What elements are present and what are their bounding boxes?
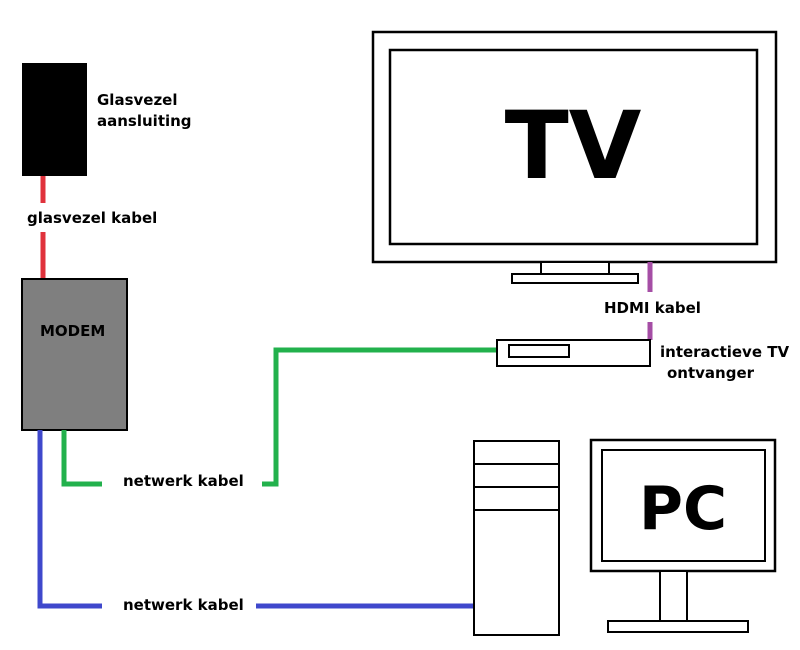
modem-label: MODEM bbox=[40, 322, 105, 340]
glasvezel-kabel-label: glasvezel kabel bbox=[27, 209, 157, 227]
netwerk-kabel-green-left bbox=[61, 430, 102, 487]
pc-tower bbox=[473, 440, 560, 636]
netwerk-kabel-blue-left bbox=[37, 430, 102, 609]
tv-ontvanger-slot bbox=[508, 344, 570, 358]
glasvezel-label-line2: aansluiting bbox=[97, 112, 192, 130]
tv-stand-base bbox=[511, 273, 639, 284]
tv-label: TV bbox=[505, 92, 642, 201]
pc-monitor-base bbox=[607, 620, 749, 633]
netwerk-kabel-label-1: netwerk kabel bbox=[123, 472, 244, 490]
ontvanger-label-line2: ontvanger bbox=[667, 364, 755, 382]
hdmi-kabel-label: HDMI kabel bbox=[604, 299, 701, 317]
netwerk-kabel-green-right bbox=[262, 347, 497, 487]
pc-monitor-neck bbox=[659, 570, 688, 623]
netwerk-kabel-label-2: netwerk kabel bbox=[123, 596, 244, 614]
tv-screen bbox=[388, 48, 759, 246]
ontvanger-label-line1: interactieve TV bbox=[660, 343, 789, 361]
glasvezel-aansluiting-box bbox=[22, 63, 87, 176]
pc-label: PC bbox=[639, 474, 727, 544]
pc-monitor-screen bbox=[601, 449, 766, 562]
glasvezel-label-line1: Glasvezel bbox=[97, 91, 178, 109]
tv-stand-neck bbox=[540, 261, 610, 275]
modem-box bbox=[21, 278, 128, 431]
